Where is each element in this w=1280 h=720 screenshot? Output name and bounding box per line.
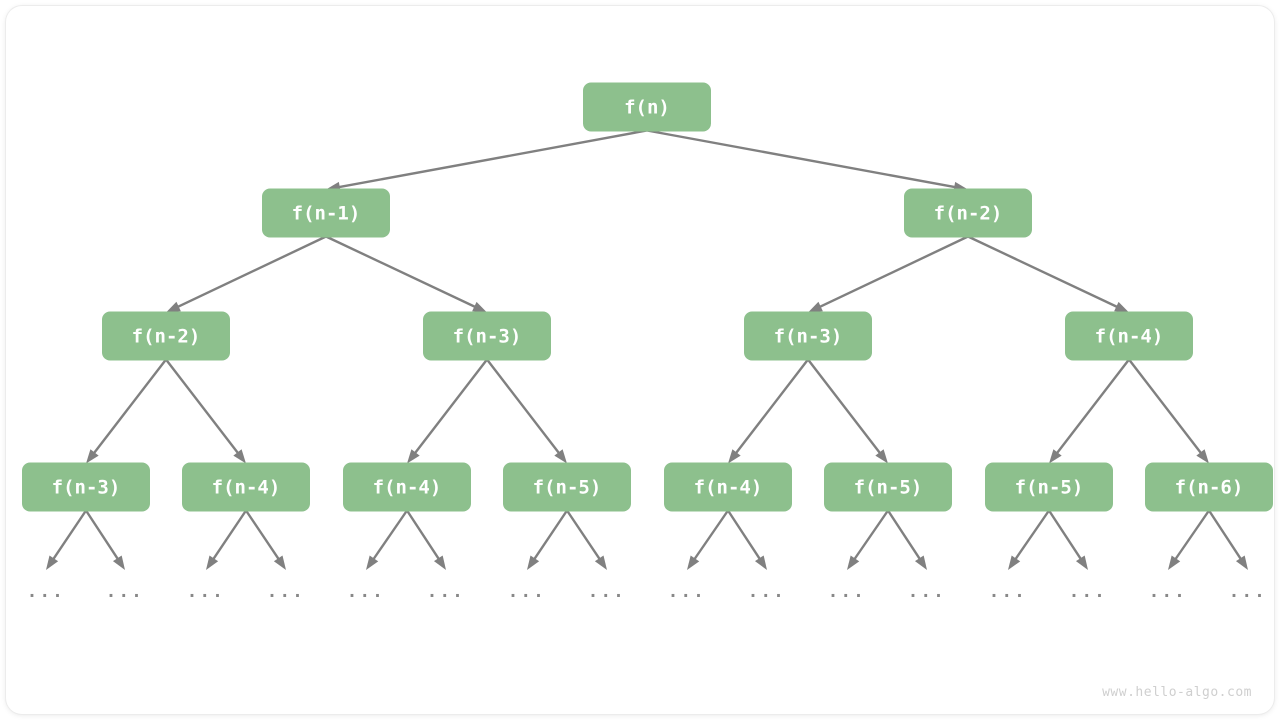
tree-edge xyxy=(165,358,246,464)
tree-edge xyxy=(245,509,286,570)
tree-node[interactable]: f(n-5) xyxy=(985,462,1113,512)
tree-node-label: f(n-3) xyxy=(774,326,843,348)
ellipsis-marker: ... xyxy=(1229,582,1267,602)
tree-edge xyxy=(1168,509,1210,570)
watermark-label: www.hello-algo.com xyxy=(1102,685,1252,700)
ellipsis-marker: ... xyxy=(1149,582,1187,602)
ellipsis-marker: ... xyxy=(187,582,225,602)
tree-node-label: f(n-4) xyxy=(212,477,281,499)
tree-node[interactable]: f(n-4) xyxy=(343,462,471,512)
tree-edge xyxy=(687,509,729,570)
nodes-layer: f(n) f(n-1) f(n-2) f(n-2) f(n-3) f(n-3) f(n-4)… xyxy=(22,82,1273,512)
tree-node-label: f(n-6) xyxy=(1175,477,1244,499)
tree-node[interactable]: f(n) xyxy=(583,82,711,132)
ellipsis-marker: ... xyxy=(267,582,305,602)
tree-node[interactable]: f(n-4) xyxy=(182,462,310,512)
tree-edge xyxy=(46,509,87,570)
tree-edge xyxy=(1128,358,1209,464)
tree-node-label: f(n-3) xyxy=(453,326,522,348)
ellipsis-marker: ... xyxy=(27,582,65,602)
tree-node-label: f(n-4) xyxy=(1095,326,1164,348)
tree-node[interactable]: f(n-4) xyxy=(1065,311,1193,361)
tree-edge xyxy=(527,509,568,570)
tree-edge xyxy=(84,509,125,570)
tree-node-label: f(n-4) xyxy=(694,477,763,499)
tree-node-label: f(n-2) xyxy=(934,203,1003,225)
tree-edge xyxy=(86,358,167,464)
tree-node[interactable]: f(n-6) xyxy=(1145,462,1273,512)
ellipsis-marker: ... xyxy=(427,582,465,602)
tree-edge xyxy=(1049,358,1130,464)
tree-edge xyxy=(726,509,767,570)
ellipsis-marker: ... xyxy=(347,582,385,602)
ellipsis-marker: ... xyxy=(748,582,786,602)
tree-node-label: f(n-4) xyxy=(373,477,442,499)
edges-layer xyxy=(46,129,1248,570)
ellipsis-marker: ... xyxy=(588,582,626,602)
ellipsis-marker: ... xyxy=(508,582,546,602)
tree-edge xyxy=(1008,509,1050,570)
tree-node[interactable]: f(n-3) xyxy=(744,311,872,361)
ellipsis-marker: ... xyxy=(106,582,144,602)
tree-node-label: f(n-5) xyxy=(854,477,923,499)
tree-node[interactable]: f(n-3) xyxy=(22,462,150,512)
tree-node-label: f(n-2) xyxy=(132,326,201,348)
ellipsis-marker: ... xyxy=(828,582,866,602)
tree-node[interactable]: f(n-4) xyxy=(664,462,792,512)
tree-edge xyxy=(967,235,1129,313)
recursion-tree-canvas: f(n) f(n-1) f(n-2) f(n-2) f(n-3) f(n-3) f(n-4)… xyxy=(22,82,1273,700)
tree-edge xyxy=(807,358,888,464)
tree-edge xyxy=(325,235,487,313)
tree-node-label: f(n-5) xyxy=(1015,477,1084,499)
tree-node-label: f(n-3) xyxy=(52,477,121,499)
tree-node[interactable]: f(n-3) xyxy=(423,311,551,361)
tree-node[interactable]: f(n-1) xyxy=(262,188,390,238)
tree-edge xyxy=(886,509,927,570)
tree-node-label: f(n-5) xyxy=(533,477,602,499)
ellipsis-marker: ... xyxy=(1069,582,1107,602)
tree-node[interactable]: f(n-2) xyxy=(904,188,1032,238)
ellipsis-marker: ... xyxy=(908,582,946,602)
tree-edge xyxy=(206,509,247,570)
tree-edge xyxy=(405,509,446,570)
tree-edge xyxy=(1047,509,1088,570)
tree-node[interactable]: f(n-5) xyxy=(503,462,631,512)
ellipsis-row: ........................................… xyxy=(27,582,1267,602)
tree-edge xyxy=(326,129,648,193)
tree-edge xyxy=(366,509,408,570)
tree-edge xyxy=(808,235,969,313)
figure-card: f(n) f(n-1) f(n-2) f(n-2) f(n-3) f(n-3) f(n-4)… xyxy=(6,6,1274,714)
ellipsis-marker: ... xyxy=(668,582,706,602)
tree-edge xyxy=(728,358,809,464)
tree-node[interactable]: f(n-2) xyxy=(102,311,230,361)
tree-edge xyxy=(1207,509,1248,570)
tree-edge xyxy=(166,235,327,313)
tree-edge xyxy=(486,358,567,464)
tree-node-label: f(n) xyxy=(624,97,670,119)
tree-edge xyxy=(407,358,488,464)
tree-edge xyxy=(646,129,968,193)
tree-edge xyxy=(566,509,607,570)
tree-node[interactable]: f(n-5) xyxy=(824,462,952,512)
tree-edge xyxy=(847,509,889,570)
ellipsis-marker: ... xyxy=(989,582,1027,602)
tree-node-label: f(n-1) xyxy=(292,203,361,225)
